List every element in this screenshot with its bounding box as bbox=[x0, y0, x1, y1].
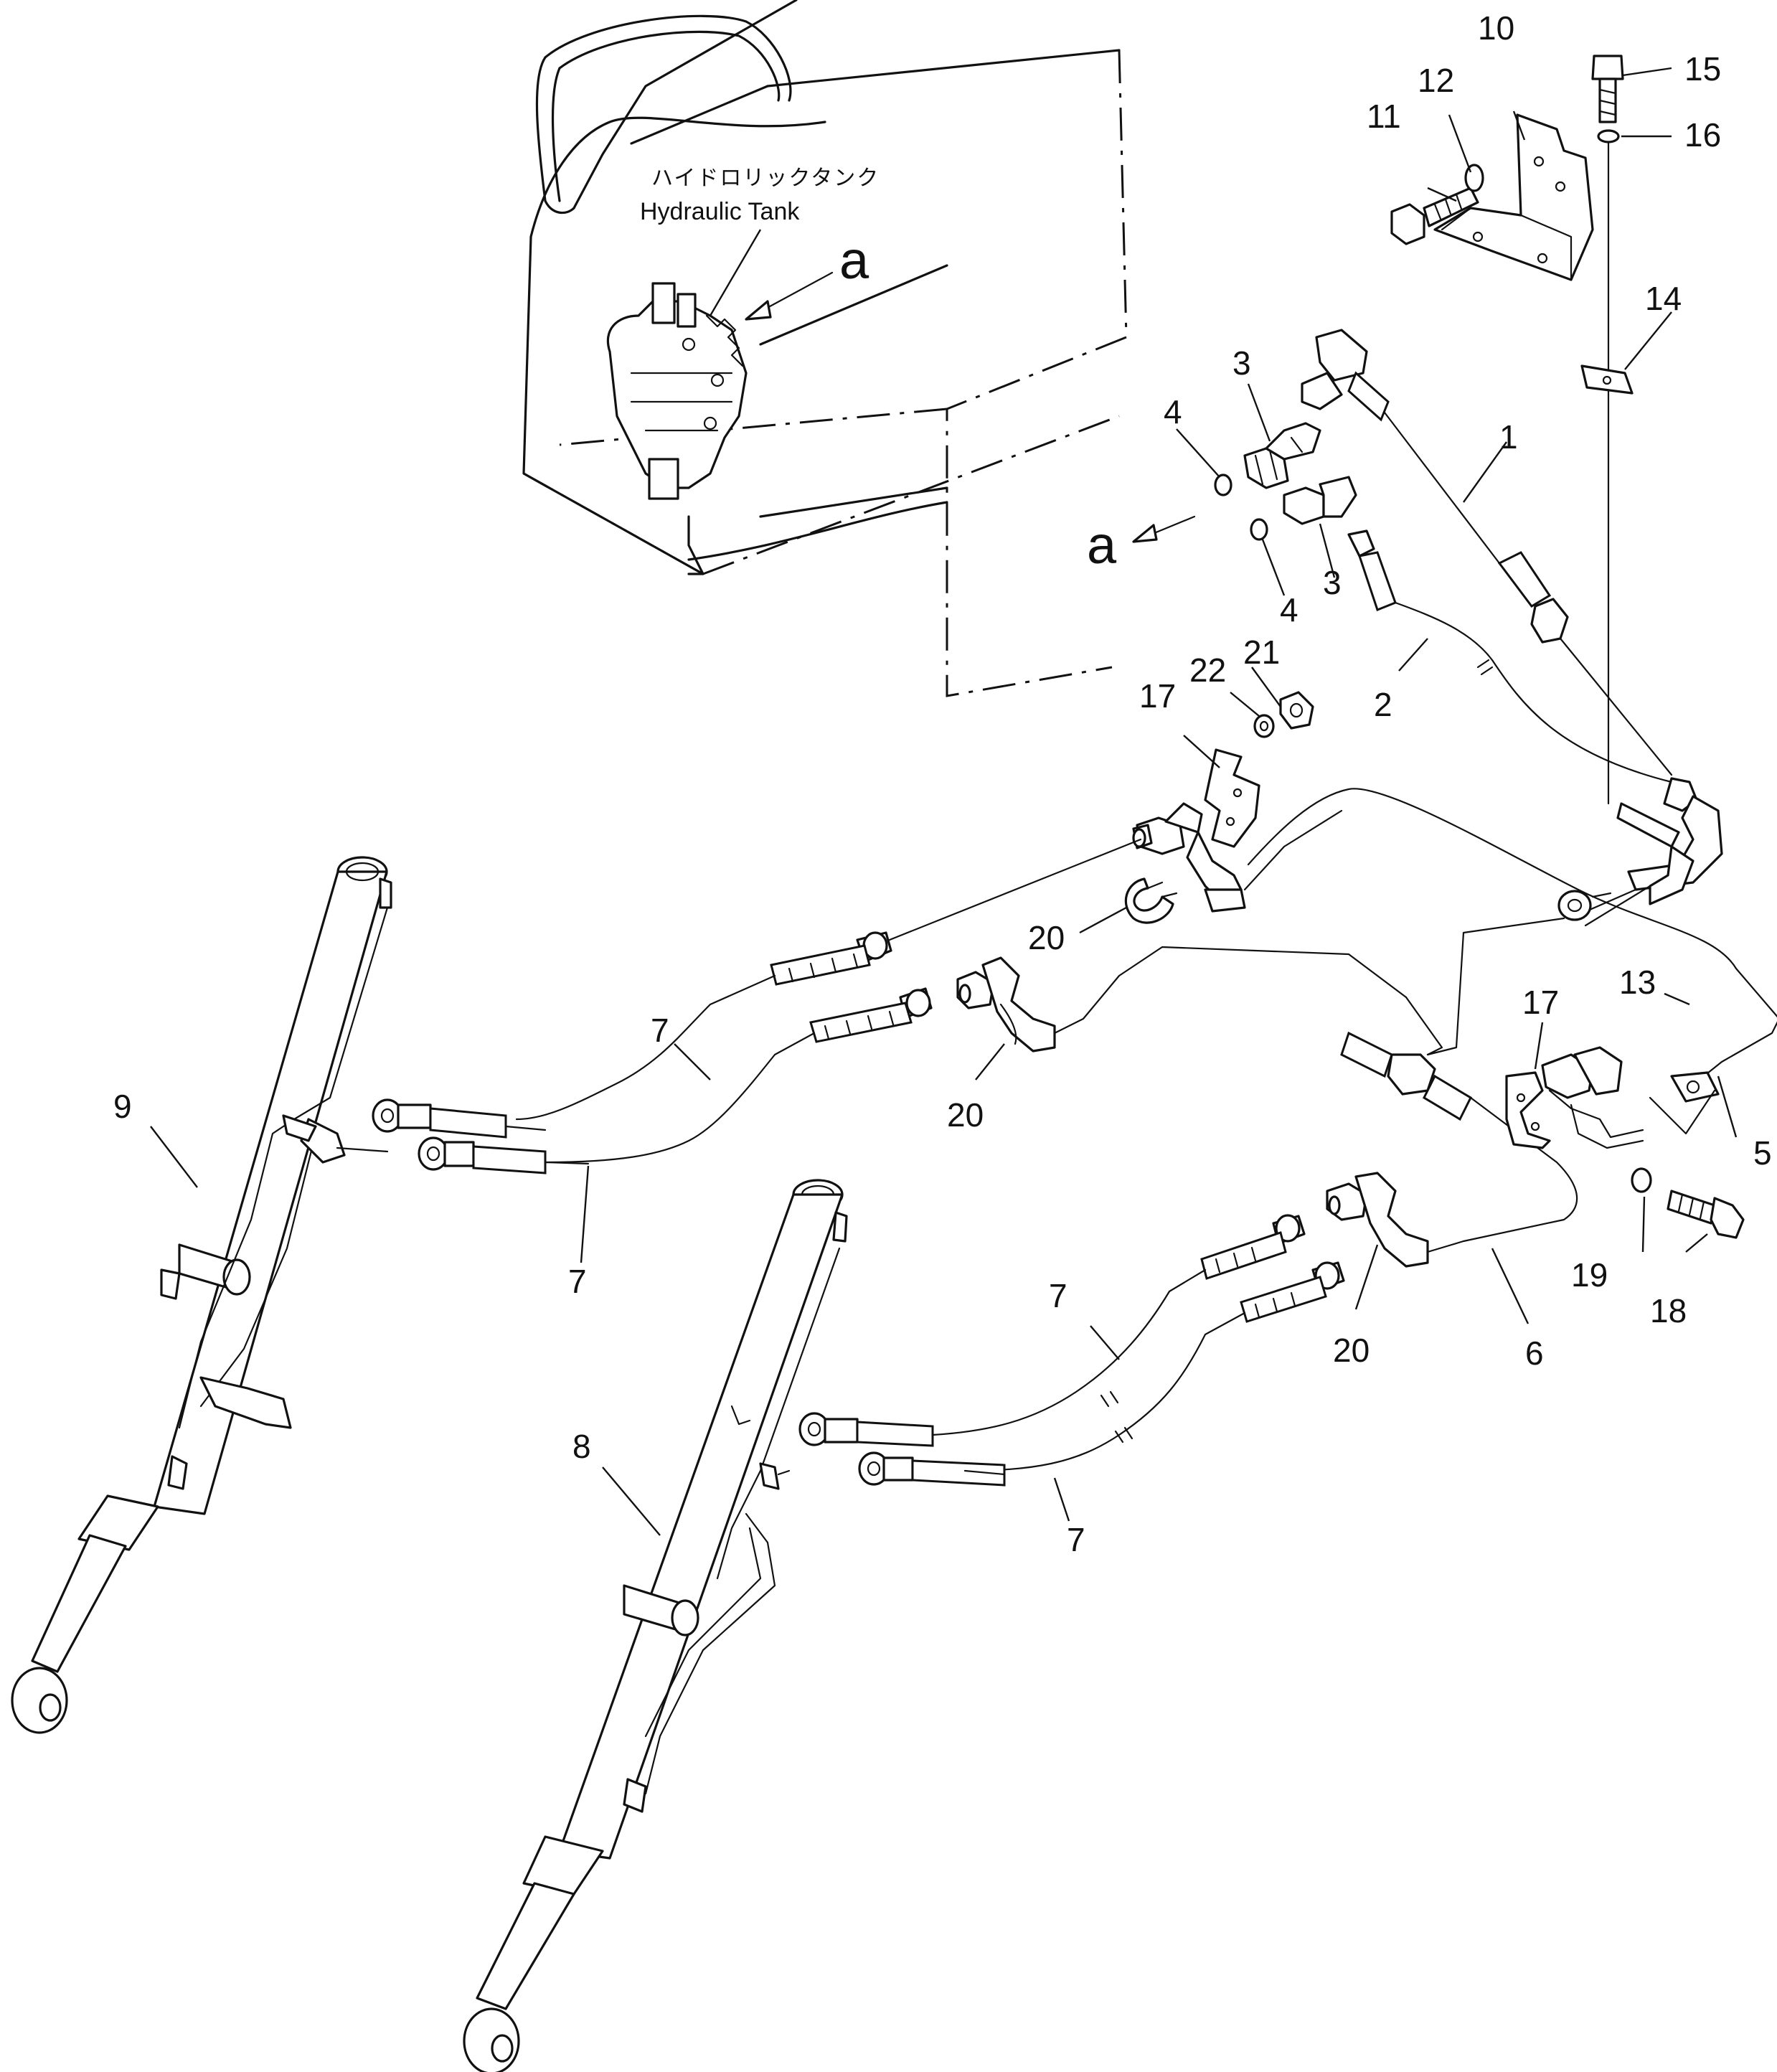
tank-label-jp: ハイドロリックタンク bbox=[651, 166, 880, 191]
lower-hose-pair bbox=[798, 1172, 1465, 1487]
view-ref-a-top: a bbox=[839, 230, 869, 290]
callout-22: 22 bbox=[1189, 651, 1226, 689]
callout-11: 11 bbox=[1367, 98, 1401, 135]
callout-10: 10 bbox=[1478, 9, 1514, 47]
callout-1: 1 bbox=[1499, 418, 1518, 456]
callout-4-lower: 4 bbox=[1280, 591, 1298, 628]
callout-16: 16 bbox=[1684, 116, 1721, 154]
lower-right-bracket bbox=[1505, 1046, 1745, 1239]
callout-14: 14 bbox=[1645, 280, 1682, 317]
view-ref-side: a bbox=[1087, 515, 1196, 575]
callout-13: 13 bbox=[1619, 964, 1656, 1001]
callout-8: 8 bbox=[572, 1428, 591, 1465]
callout-3-upper: 3 bbox=[1232, 344, 1251, 382]
cylinder-9 bbox=[11, 856, 392, 1734]
hydraulic-tank: ハイドロリックタンク Hydraulic Tank a bbox=[522, 0, 1128, 697]
callout-2: 2 bbox=[1374, 686, 1392, 723]
tank-label-en: Hydraulic Tank bbox=[640, 198, 800, 225]
leader-lines bbox=[150, 67, 1738, 1536]
callout-6: 6 bbox=[1525, 1334, 1544, 1372]
callout-17-upper: 17 bbox=[1139, 677, 1176, 715]
callout-12: 12 bbox=[1418, 62, 1454, 99]
callout-9: 9 bbox=[113, 1088, 132, 1125]
view-ref-a-side: a bbox=[1087, 515, 1117, 575]
callout-7-lower-left: 7 bbox=[568, 1263, 587, 1300]
callout-19: 19 bbox=[1571, 1256, 1608, 1294]
upper-hose-pair bbox=[372, 838, 1578, 1243]
callout-7-upper-left: 7 bbox=[651, 1012, 669, 1049]
callout-5: 5 bbox=[1753, 1134, 1772, 1172]
upper-bracket-assembly bbox=[1390, 55, 1634, 805]
callout-20-lower: 20 bbox=[1333, 1332, 1370, 1369]
callout-4-upper: 4 bbox=[1164, 393, 1182, 430]
callout-3-lower: 3 bbox=[1323, 564, 1342, 601]
callout-7-upper-right: 7 bbox=[1049, 1277, 1067, 1314]
upper-mid-bracket bbox=[1124, 691, 1343, 924]
callout-15: 15 bbox=[1684, 50, 1721, 88]
fittings-and-upper-hoses bbox=[1214, 329, 1777, 1135]
callout-17-lower: 17 bbox=[1522, 984, 1559, 1021]
callout-18: 18 bbox=[1650, 1292, 1687, 1329]
callout-21: 21 bbox=[1243, 634, 1280, 671]
callout-20-upper: 20 bbox=[1028, 919, 1065, 956]
callout-7-lower-right: 7 bbox=[1067, 1521, 1085, 1558]
cylinder-8 bbox=[463, 1179, 848, 2072]
callout-20-middle: 20 bbox=[947, 1096, 984, 1134]
callout-numbers: 1 2 3 3 4 4 5 6 7 7 7 7 8 9 10 11 12 13 … bbox=[113, 9, 1772, 1558]
